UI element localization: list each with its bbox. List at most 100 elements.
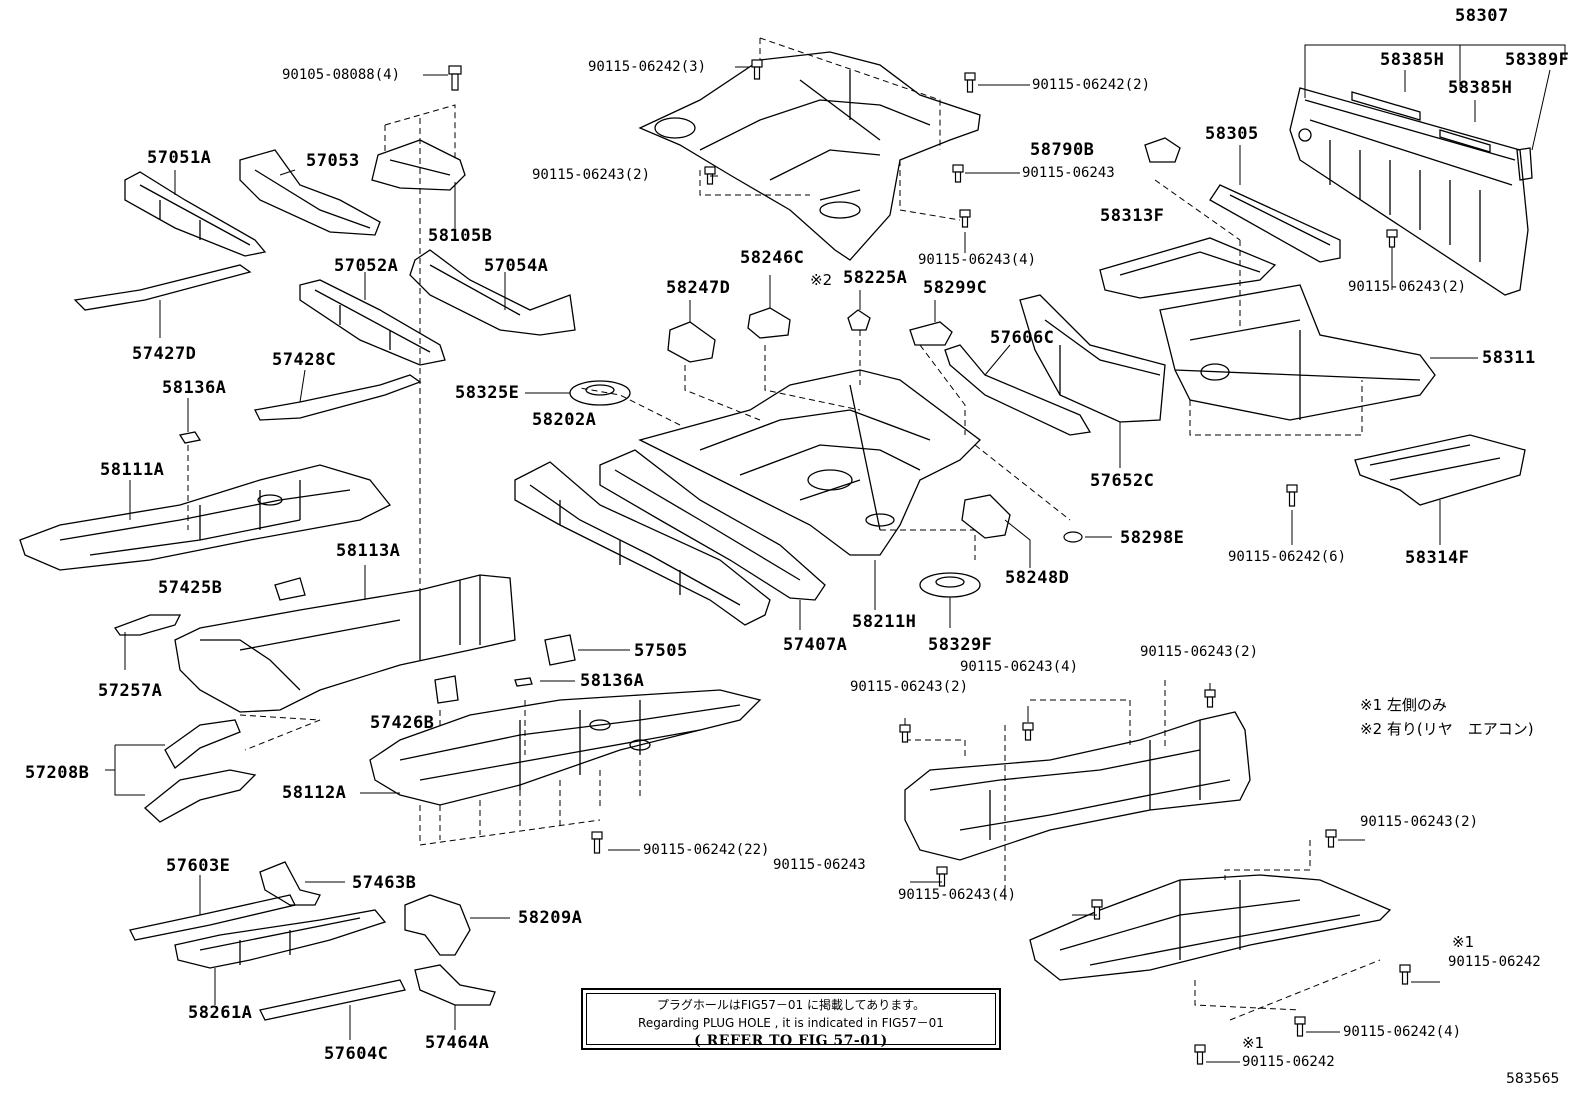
- bracket-58248d-drawing: [880, 494, 1031, 568]
- brace-57208b-drawing: [105, 719, 257, 823]
- bracket-57464a-drawing: [414, 964, 496, 1030]
- label-90115-06243-4-c: 90115-06243(4): [898, 887, 1017, 903]
- label-57051a: 57051A: [147, 148, 212, 168]
- bracket-58225a-drawing: [847, 309, 871, 331]
- mark-1-a: ※1: [1452, 933, 1475, 951]
- figure-id: 583565: [1506, 1071, 1560, 1087]
- label-57257a: 57257A: [98, 681, 163, 701]
- label-58314f: 58314F: [1405, 548, 1470, 568]
- floor-58261a-drawing: [174, 909, 387, 1005]
- bracket-57425b-drawing: [274, 577, 306, 601]
- mark-1-b: ※1: [1242, 1034, 1265, 1052]
- bracket-58105b-drawing: [371, 104, 466, 600]
- label-58790b: 58790B: [1030, 140, 1095, 160]
- bracket-58790b-drawing: [1144, 137, 1181, 163]
- label-58209a: 58209A: [518, 908, 583, 928]
- label-57606c: 57606C: [990, 328, 1055, 348]
- label-90115-06243-4-b: 90115-06243(4): [960, 659, 1079, 675]
- label-57603e: 57603E: [166, 856, 231, 876]
- pad-58325e-drawing: [525, 380, 631, 406]
- panel-58314f-drawing: [1354, 434, 1526, 545]
- label-57052a: 57052A: [334, 256, 399, 276]
- front-floor-lower-drawing: [1029, 840, 1392, 1021]
- rail-57052a-drawing: [299, 272, 446, 366]
- rail-57407a-drawing: [599, 449, 826, 630]
- label-90115-06242-3: 90115-06242(3): [588, 59, 707, 75]
- brace-57606c-drawing: [944, 344, 1092, 436]
- label-90115-06243-2-b: 90115-06243(2): [1348, 279, 1467, 295]
- rail-57051a-drawing: [124, 170, 267, 257]
- label-58248d: 58248D: [1005, 568, 1070, 588]
- label-58325e: 58325E: [455, 383, 520, 403]
- label-58136a-a: 58136A: [162, 378, 227, 398]
- plug-hole-note-box: プラグホールはFIG57－01 に掲載してあります。 Regarding PLU…: [581, 988, 1001, 1050]
- pad-58329f-drawing: [919, 572, 981, 628]
- plug-58298e-drawing: [1063, 531, 1112, 543]
- label-90115-06242-6: 90115-06242(6): [1228, 549, 1347, 565]
- label-58305: 58305: [1205, 124, 1259, 144]
- label-58385h-b: 58385H: [1448, 78, 1513, 98]
- note-line-english: Regarding PLUG HOLE , it is indicated in…: [638, 1016, 944, 1030]
- label-90115-06243-a: 90115-06243: [1022, 165, 1115, 181]
- rail-58202a-drawing: [514, 461, 771, 626]
- label-58136a-b: 58136A: [580, 671, 645, 691]
- center-floor-lower-drawing: [904, 680, 1251, 900]
- bracket-57426b-drawing: [434, 675, 459, 704]
- label-57425b: 57425B: [158, 578, 223, 598]
- label-58112a: 58112A: [282, 783, 347, 803]
- label-58389f: 58389F: [1505, 50, 1570, 70]
- mark-2-58225a: ※2: [810, 271, 833, 289]
- center-floor-58211h-drawing: [579, 330, 1071, 610]
- bracket-57463b-drawing: [259, 861, 345, 906]
- label-90105-08088-4: 90105-08088(4): [282, 67, 401, 83]
- label-90115-06242-22: 90115-06242(22): [643, 842, 770, 858]
- label-90115-06242-a: 90115-06242: [1448, 954, 1541, 970]
- label-57428c: 57428C: [272, 350, 337, 370]
- label-90115-06243-2-d: 90115-06243(2): [850, 679, 969, 695]
- bracket-58299c-drawing: [909, 321, 953, 346]
- label-58313f: 58313F: [1100, 206, 1165, 226]
- label-57652c: 57652C: [1090, 471, 1155, 491]
- label-90115-06243-b: 90115-06243: [773, 857, 866, 873]
- label-58385h-a: 58385H: [1380, 50, 1445, 70]
- note-line-refer: ( REFER TO FIG 57-01): [694, 1033, 888, 1049]
- rail-57054a-drawing: [409, 249, 576, 336]
- legend-note-1: ※1 左側のみ: [1360, 696, 1447, 714]
- front-floor-58113a-drawing: [174, 565, 516, 751]
- label-58113a: 58113A: [336, 541, 401, 561]
- label-90115-06242-2: 90115-06242(2): [1032, 77, 1151, 93]
- bolts-group: [448, 59, 1411, 1065]
- label-90115-06243-2-a: 90115-06243(2): [532, 167, 651, 183]
- label-58246c: 58246C: [740, 248, 805, 268]
- brace-57257a-drawing: [113, 614, 182, 670]
- sill-57603e-drawing: [129, 875, 296, 941]
- front-floor-58112a-drawing: [360, 689, 762, 846]
- label-58202a: 58202A: [532, 410, 597, 430]
- label-57505: 57505: [634, 641, 688, 661]
- label-58225a: 58225A: [843, 268, 908, 288]
- plug-58136a-b-drawing: [514, 677, 575, 687]
- bracket-58246c-drawing: [747, 307, 791, 339]
- rear-floor-top-drawing: [638, 37, 981, 261]
- bracket-57505-drawing: [544, 634, 630, 666]
- label-58329f: 58329F: [928, 635, 993, 655]
- label-58105b: 58105B: [428, 226, 493, 246]
- label-58298e: 58298E: [1120, 528, 1185, 548]
- label-57604c: 57604C: [324, 1044, 389, 1064]
- label-57208b: 57208B: [25, 763, 90, 783]
- label-57407a: 57407A: [783, 635, 848, 655]
- legend-note-2: ※2 有り(リヤ エアコン): [1360, 720, 1534, 738]
- rear-panel-58307-drawing: [1289, 44, 1566, 296]
- panel-58313f-drawing: [1099, 237, 1277, 299]
- bracket-58305-drawing: [1209, 145, 1341, 263]
- rail-57053-drawing: [239, 149, 381, 236]
- label-57463b: 57463B: [352, 873, 417, 893]
- label-57053: 57053: [306, 151, 360, 171]
- label-90115-06242-4: 90115-06242(4): [1343, 1024, 1462, 1040]
- note-box-inner: プラグホールはFIG57－01 に掲載してあります。 Regarding PLU…: [586, 993, 996, 1049]
- label-57426b: 57426B: [370, 713, 435, 733]
- label-90115-06243-2-e: 90115-06243(2): [1360, 814, 1479, 830]
- label-57427d: 57427D: [132, 344, 197, 364]
- plug-58136a-a-drawing: [178, 398, 202, 530]
- rail-57427d-drawing: [73, 264, 252, 338]
